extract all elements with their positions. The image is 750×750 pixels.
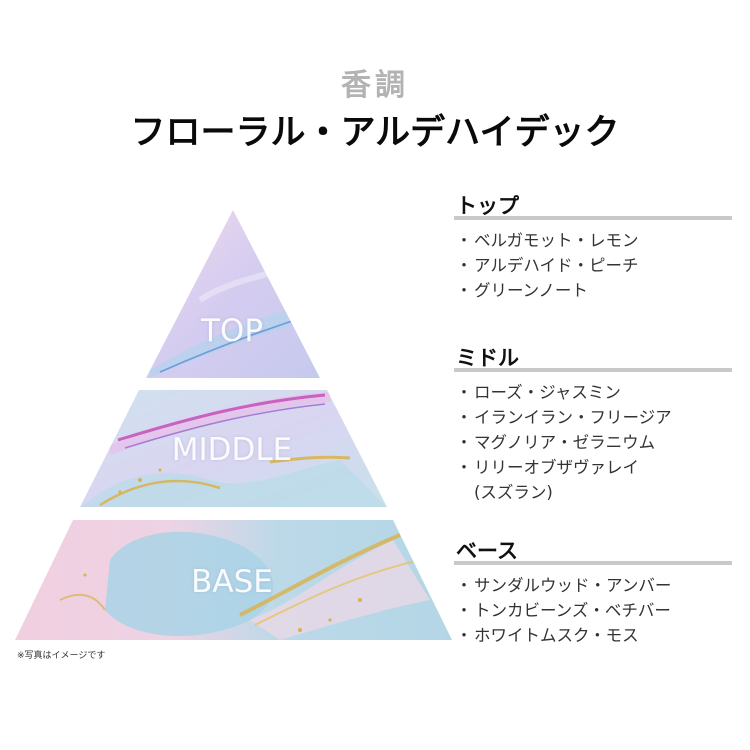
section-heading: トップ — [456, 194, 519, 218]
fragrance-type-title: フローラル・アルデハイデック — [130, 113, 620, 153]
tier-label-middle: MIDDLE — [171, 432, 293, 468]
list-item: ・リリーオブザヴァレイ — [455, 458, 639, 477]
list-item: ・サンダルウッド・アンバー — [455, 576, 672, 595]
section-divider — [454, 561, 732, 565]
fragrance-type-label: 香調 — [341, 68, 409, 103]
section-heading: ミドル — [456, 346, 519, 370]
list-item: ・イランイラン・フリージア — [455, 408, 672, 427]
tier-label-base: BASE — [191, 564, 273, 600]
list-item: ・アルデハイド・ピーチ — [455, 256, 639, 275]
section-base-notes: ベース ・サンダルウッド・アンバー ・トンカビーンズ・ベチバー ・ホワイトムスク… — [454, 535, 732, 648]
list-item: ・マグノリア・ゼラニウム — [455, 433, 656, 452]
section-top-notes: トップ ・ベルガモット・レモン ・アルデハイド・ピーチ ・グリーンノート — [454, 190, 732, 303]
list-item: ・ホワイトムスク・モス — [455, 626, 639, 645]
note-list: ・サンダルウッド・アンバー ・トンカビーンズ・ベチバー ・ホワイトムスク・モス — [454, 573, 732, 648]
tier-label-top: TOP — [200, 313, 264, 349]
pyramid-tier-base — [15, 520, 452, 640]
list-item-continuation: (スズラン) — [474, 483, 553, 502]
list-item: ・トンカビーンズ・ベチバー — [455, 601, 671, 620]
section-divider — [454, 216, 732, 220]
list-item: ・グリーンノート — [455, 281, 588, 300]
section-divider — [454, 368, 732, 372]
list-item: ・ベルガモット・レモン — [455, 231, 639, 250]
list-item: ・ローズ・ジャスミン — [455, 383, 621, 402]
section-heading: ベース — [456, 539, 518, 563]
pyramid-tier-top — [146, 210, 320, 378]
note-list: ・ローズ・ジャスミン ・イランイラン・フリージア ・マグノリア・ゼラニウム ・リ… — [454, 380, 732, 505]
note-list: ・ベルガモット・レモン ・アルデハイド・ピーチ ・グリーンノート — [454, 228, 732, 303]
section-middle-notes: ミドル ・ローズ・ジャスミン ・イランイラン・フリージア ・マグノリア・ゼラニウ… — [454, 342, 732, 505]
pyramid-tier-middle — [80, 390, 387, 507]
image-disclaimer-note: ※写真はイメージです — [17, 651, 106, 661]
